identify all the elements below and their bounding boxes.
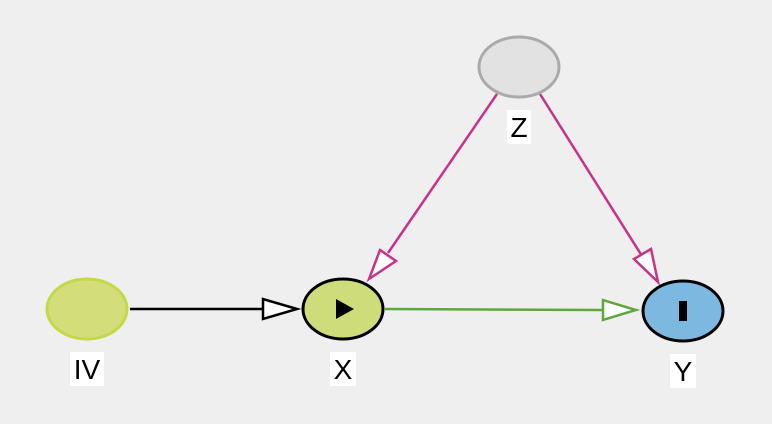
node-iv-label: IV [74, 354, 101, 385]
node-z-label: Z [510, 112, 527, 143]
node-iv[interactable]: IV [45, 277, 129, 386]
edge-iv-to-x[interactable] [130, 297, 302, 321]
bar-icon [679, 301, 687, 321]
node-z-ellipse[interactable] [477, 35, 561, 99]
edge-z-to-x[interactable] [366, 93, 499, 283]
node-x-label: X [334, 354, 353, 385]
node-y-label-bg [670, 354, 696, 388]
arrowhead-x-y [601, 298, 641, 322]
node-x-label-bg [330, 352, 356, 386]
node-y[interactable]: Y [641, 279, 725, 388]
edge-x-to-y[interactable] [384, 298, 641, 322]
node-x[interactable]: X [301, 277, 385, 386]
node-z-label-bg [507, 110, 531, 144]
edge-z-to-y[interactable] [538, 93, 661, 286]
node-y-label: Y [674, 356, 693, 387]
arrowhead-z-x [366, 248, 399, 283]
node-iv-ellipse[interactable] [45, 277, 129, 341]
play-icon [336, 299, 354, 319]
node-iv-label-bg [70, 352, 104, 386]
node-z[interactable]: Z [477, 35, 561, 144]
arrowhead-iv-x [261, 297, 302, 321]
arrowhead-z-y [631, 247, 661, 286]
